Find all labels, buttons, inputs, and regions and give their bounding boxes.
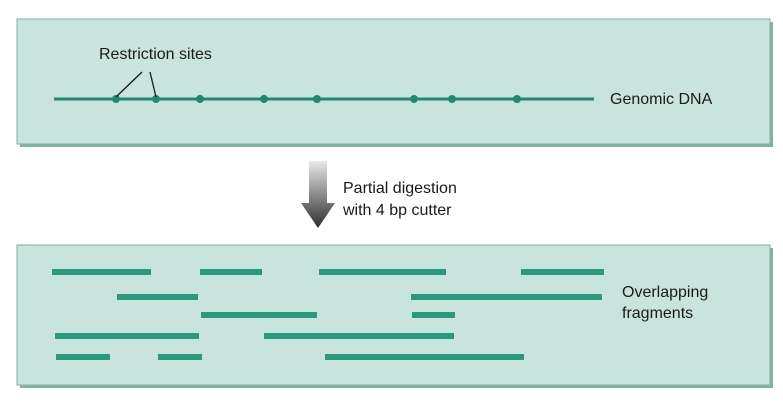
fragment-row3-2 [412, 312, 455, 318]
process-label-line2: with 4 bp cutter [342, 202, 452, 219]
restriction-site-6 [410, 95, 418, 103]
genomic-dna-label: Genomic DNA [610, 91, 713, 108]
callout-line-right [149, 71, 157, 98]
overlapping-label-line1: Overlapping [622, 284, 708, 301]
process-arrow: Partial digestion with 4 bp cutter [301, 161, 457, 228]
top-panel: Restriction sites Genomic DNA [16, 18, 773, 147]
fragment-group [52, 269, 604, 360]
fragment-row1-2 [200, 269, 262, 275]
restriction-site-4 [260, 95, 268, 103]
fragment-row1-3 [319, 269, 446, 275]
callout-line-left [115, 71, 143, 98]
bottom-panel: Overlapping fragments [16, 244, 773, 388]
fragment-row5-2 [158, 354, 202, 360]
fragment-row2-2 [411, 294, 602, 300]
restriction-site-group [112, 95, 521, 103]
bottom-panel-box [16, 244, 771, 386]
restriction-site-3 [196, 95, 204, 103]
down-arrow-icon [301, 161, 335, 228]
fragment-row4-2 [264, 333, 454, 339]
fragment-row1-4 [521, 269, 604, 275]
fragment-row5-3 [325, 354, 524, 360]
fragment-row5-1 [56, 354, 110, 360]
fragment-row2-1 [117, 294, 198, 300]
top-panel-box [16, 18, 771, 145]
overlapping-label-line2: fragments [622, 305, 693, 322]
fragment-row1-1 [52, 269, 151, 275]
fragment-row3-1 [201, 312, 317, 318]
restriction-site-2 [152, 95, 160, 103]
restriction-site-1 [112, 95, 120, 103]
restriction-site-8 [513, 95, 521, 103]
restriction-site-7 [448, 95, 456, 103]
process-label-line1: Partial digestion [343, 180, 457, 197]
restriction-site-5 [313, 95, 321, 103]
restriction-sites-label: Restriction sites [99, 46, 212, 63]
fragment-row4-1 [55, 333, 199, 339]
